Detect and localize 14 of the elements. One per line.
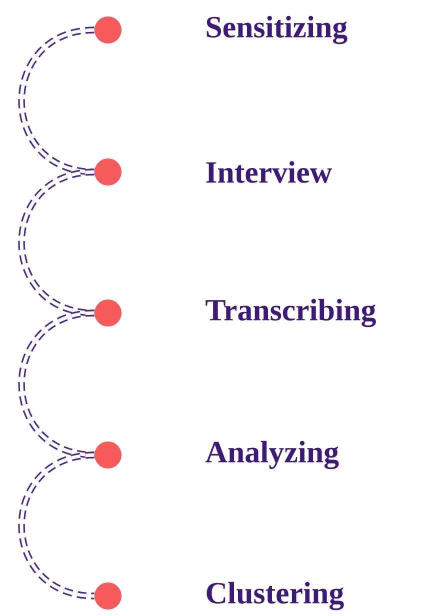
dot	[94, 16, 122, 44]
dashed-connector	[18, 26, 95, 176]
dot	[94, 300, 122, 326]
dot	[94, 158, 122, 186]
dot	[94, 442, 122, 468]
step-label: Analyzing	[206, 440, 339, 470]
dashed-connector	[18, 452, 95, 600]
dashed-connector	[18, 168, 95, 316]
step-label: Clustering	[206, 582, 344, 610]
step-label: Transcribing	[206, 298, 376, 328]
dot	[94, 582, 122, 610]
step-label: Interview	[206, 161, 332, 183]
step-label: Sensitizing	[206, 16, 348, 44]
dashed-connector	[18, 310, 95, 458]
